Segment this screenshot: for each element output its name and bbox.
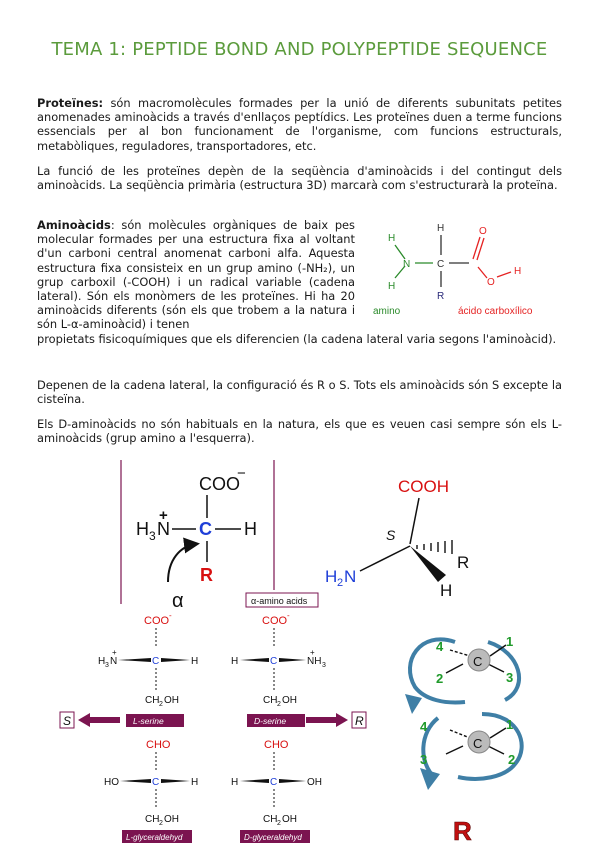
dgly-center: C: [270, 777, 277, 788]
amino-label: amino: [373, 306, 401, 317]
alpha-coo: COO: [199, 474, 240, 494]
alpha-minus: −: [237, 465, 246, 482]
rot-top-1: 1: [506, 634, 513, 649]
rot-bottom-3: 3: [420, 752, 427, 767]
amino-h-acid: H: [514, 266, 521, 277]
rot-top-2: 2: [436, 671, 443, 686]
lgly-center: C: [152, 777, 159, 788]
amino-r-group: R: [437, 291, 444, 302]
alpha-r: R: [200, 565, 213, 585]
lserine-right: H: [191, 656, 198, 667]
lserine-left-h: H: [98, 656, 105, 667]
dserine-bottom-sub: 2: [277, 701, 281, 708]
alpha-h3: H: [136, 519, 149, 539]
amino-n: N: [403, 259, 410, 270]
dgly-label: D-glyceraldehyd: [244, 833, 302, 842]
dgly-top: CHO: [264, 739, 289, 751]
rotation-diagram: C 4 1 2 3 C 4 1 3 2 R: [405, 634, 524, 846]
s-h2n-n: N: [344, 567, 356, 586]
alpha-plus: +: [159, 507, 168, 524]
s-label: S: [386, 527, 396, 543]
amino-text-wrapped: : són molècules orgàniques de baix pes m…: [37, 218, 355, 332]
lgly-bottom-sub: 2: [159, 820, 163, 827]
paragraph-proteins: Proteïnes: són macromolècules formades p…: [37, 96, 562, 153]
lgly-bottom: CH: [145, 814, 159, 825]
rot-bottom-1: 1: [506, 717, 513, 732]
acid-label: ácido carboxílico: [458, 306, 533, 317]
dgly-right: OH: [307, 777, 322, 788]
dgly-bottom-end: OH: [282, 814, 297, 825]
box-r: R: [355, 714, 364, 728]
paragraph-function: La funció de les proteïnes depèn de la s…: [37, 164, 562, 193]
dserine-top-sup: -: [287, 611, 290, 620]
rot-top-3: 3: [506, 670, 513, 685]
s-h: H: [440, 581, 452, 600]
dserine-bottom: CH: [263, 695, 277, 706]
amino-wrapped-block: Aminoàcids: són molècules orgàniques de …: [37, 218, 355, 332]
term-amino: Aminoàcids: [37, 218, 111, 232]
amino-h-bottom: H: [388, 281, 395, 292]
lserine-top: COO: [144, 615, 170, 627]
paragraph-chain: Depenen de la cadena lateral, la configu…: [37, 378, 562, 407]
s-h2n-h: H: [325, 567, 337, 586]
lgly-bottom-end: OH: [164, 814, 179, 825]
lserine-left-plus: +: [112, 648, 117, 657]
alpha-n: N: [157, 519, 170, 539]
rot-bottom-2: 2: [508, 752, 515, 767]
lgly-label: L-glyceraldehyd: [126, 833, 183, 842]
amino-text-full: propietats fisicoquímiques que els difer…: [37, 331, 557, 346]
lserine-left-sub: 3: [105, 662, 109, 669]
amino-c-center: C: [437, 259, 444, 270]
amino-h-c: H: [437, 223, 444, 234]
fischer-projections: α-amino acids COO - H 3 N + C H CH 2 OH …: [59, 592, 367, 843]
dgly-left: H: [231, 777, 238, 788]
amino-h-top: H: [388, 233, 395, 244]
alpha-h: H: [244, 519, 257, 539]
rot-result-r: R: [453, 816, 472, 846]
term-proteins: Proteïnes:: [37, 96, 104, 110]
fischer-header: α-amino acids: [251, 596, 308, 606]
dserine-right-sub: 3: [322, 662, 326, 669]
lgly-top: CHO: [146, 739, 171, 751]
lserine-bottom-sub: 2: [159, 701, 163, 708]
dgly-bottom: CH: [263, 814, 277, 825]
alpha-amino-acid-structure: COO − + H 3 N C H R α: [136, 465, 257, 612]
paragraph-amino: Aminoàcids: són molècules orgàniques de …: [37, 218, 562, 346]
rot-bottom-4: 4: [420, 719, 428, 734]
dserine-left: H: [231, 656, 238, 667]
rot-top-center: C: [473, 654, 482, 669]
lserine-center: C: [152, 656, 159, 667]
amino-o-single: O: [487, 277, 495, 288]
dserine-label: D-serine: [254, 716, 286, 726]
box-s: S: [63, 714, 71, 728]
alpha-sub3: 3: [149, 529, 156, 543]
dgly-bottom-sub: 2: [277, 820, 281, 827]
amino-o-double: O: [479, 226, 487, 237]
dserine-bottom-end: OH: [282, 695, 297, 706]
dserine-right-n: NH: [307, 656, 321, 667]
s-configuration-structure: COOH S H 2 N R H: [325, 477, 469, 600]
lserine-left-n: N: [110, 656, 117, 667]
lserine-bottom-end: OH: [164, 695, 179, 706]
alpha-symbol: α: [172, 590, 184, 612]
s-r: R: [457, 553, 469, 572]
proteins-text: són macromolècules formades per la unió …: [37, 96, 562, 153]
rot-bottom-center: C: [473, 736, 482, 751]
lserine-label: L-serine: [133, 716, 164, 726]
lgly-right: H: [191, 777, 198, 788]
lserine-top-sup: -: [169, 611, 172, 620]
paragraph-d-amino: Els D-aminoàcids no són habituals en la …: [37, 417, 562, 446]
dserine-top: COO: [262, 615, 288, 627]
page-title: TEMA 1: PEPTIDE BOND AND POLYPEPTIDE SEQ…: [51, 39, 548, 60]
lgly-left: HO: [104, 777, 119, 788]
rot-top-4: 4: [436, 639, 444, 654]
s-cooh: COOH: [398, 477, 449, 496]
lserine-bottom: CH: [145, 695, 159, 706]
dserine-center: C: [270, 656, 277, 667]
dserine-right-plus: +: [310, 648, 315, 657]
alpha-c: C: [199, 519, 212, 539]
amino-acid-structure-figure: H H N C H O O H R amino ácido carboxílic…: [373, 223, 533, 317]
s-h2n-sub: 2: [337, 577, 343, 589]
stereochemistry-figure: COO − + H 3 N C H R α COOH S H 2 N R: [59, 460, 524, 846]
